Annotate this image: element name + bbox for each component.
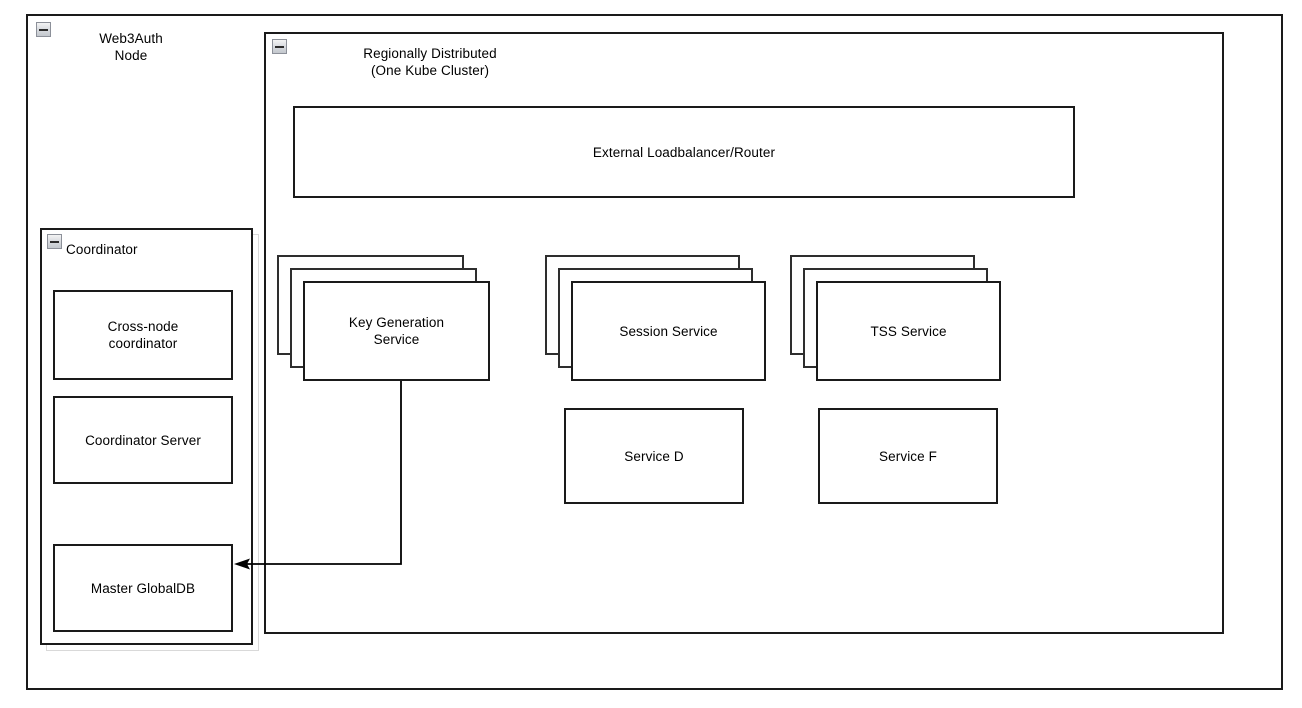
node-session-service[interactable]: Session Service xyxy=(571,281,766,381)
collapse-minus-icon-web3auth-node[interactable] xyxy=(36,22,51,37)
node-cross-node-coordinator[interactable]: Cross-node coordinator xyxy=(53,290,233,380)
collapse-minus-icon-coordinator[interactable] xyxy=(47,234,62,249)
node-coordinator-server[interactable]: Coordinator Server xyxy=(53,396,233,484)
node-tss-service[interactable]: TSS Service xyxy=(816,281,1001,381)
stack-session-service[interactable]: Session Service xyxy=(545,255,766,381)
group-title-web3auth-node: Web3Auth Node xyxy=(99,31,163,63)
stack-tss-service[interactable]: TSS Service xyxy=(790,255,1001,381)
node-key-generation-service[interactable]: Key Generation Service xyxy=(303,281,490,381)
group-title-regionally-distributed: Regionally Distributed (One Kube Cluster… xyxy=(363,46,497,78)
node-external-loadbalancer-router[interactable]: External Loadbalancer/Router xyxy=(293,106,1075,198)
node-service-f[interactable]: Service F xyxy=(818,408,998,504)
group-title-coordinator: Coordinator xyxy=(66,242,138,257)
node-service-d[interactable]: Service D xyxy=(564,408,744,504)
node-master-globaldb[interactable]: Master GlobalDB xyxy=(53,544,233,632)
stack-key-generation-service[interactable]: Key Generation Service xyxy=(277,255,490,381)
collapse-minus-icon-regionally-distributed[interactable] xyxy=(272,39,287,54)
